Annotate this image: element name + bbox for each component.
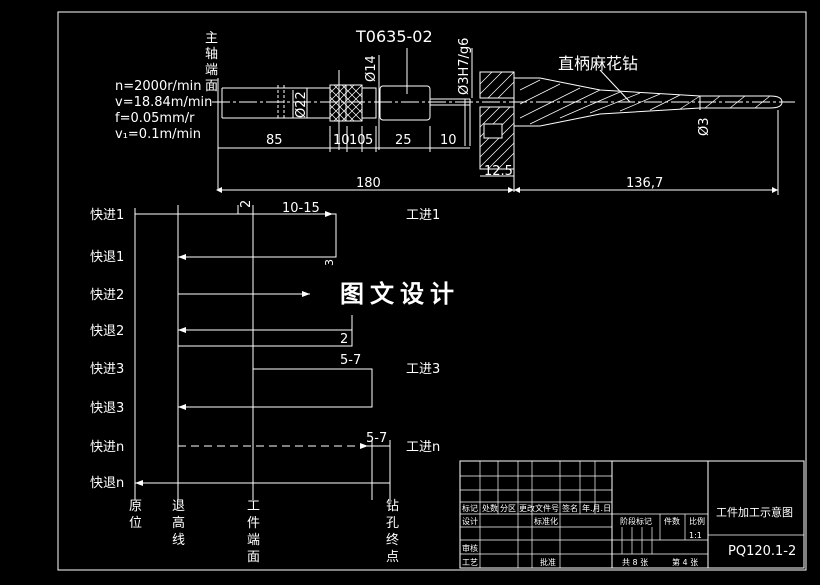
cycle-dim-10-15: 10-15 [282, 201, 320, 216]
dim-136-7: 136,7 [626, 176, 663, 191]
drill-name: 直柄麻花钻 [558, 54, 638, 73]
tb-check: 审核 [462, 543, 478, 553]
tb-sheet: 第 4 张 [672, 557, 698, 567]
work-face-label-3: 端 [247, 533, 260, 548]
tb-weight: 件数 [664, 516, 680, 526]
twist-drill-body [513, 77, 783, 127]
tb-ratio: 比例 [689, 516, 705, 526]
dim-85: 85 [266, 133, 283, 148]
tb-drawing-title: 工件加工示意图 [716, 505, 793, 519]
tb-stage: 阶段标记 [620, 516, 652, 526]
right-label-work-1: 工进1 [406, 208, 440, 223]
cycle-dim-5-7b: 5-7 [366, 431, 387, 446]
drill-end-label-4: 点 [386, 550, 399, 565]
tb-zone: 分区 [500, 504, 516, 513]
param-cutting-speed: v=18.84m/min [115, 95, 212, 110]
drill-end-label-2: 孔 [386, 516, 399, 531]
guide-bush-top [479, 71, 515, 99]
dia-14-label: Ø14 [364, 55, 379, 82]
tb-drawing-no: PQ120.1-2 [728, 544, 796, 559]
fit-label: Ø3H7/g6 [457, 38, 472, 95]
dim-10b: 10 [349, 133, 366, 148]
spindle-label-1: 主 [205, 31, 218, 46]
left-label-rapid-out-2: 快退2 [90, 324, 124, 339]
dia-3-label: Ø3 [697, 117, 712, 136]
param-feed: f=0.05mm/r [115, 111, 195, 126]
left-label-rapid-out-n: 快退n [90, 476, 124, 491]
left-label-rapid-out-3: 快退3 [90, 401, 124, 416]
tool-code: T0635-02 [355, 27, 433, 46]
tb-approve: 批准 [540, 557, 556, 567]
left-label-rapid-in-1: 快进1 [90, 208, 124, 223]
param-feed-rate: v₁=0.1m/min [115, 127, 201, 142]
retract-label-2: 高 [172, 515, 185, 531]
origin-label-2: 位 [129, 516, 142, 531]
retract-label-1: 退 [172, 499, 185, 514]
param-speed: n=2000r/min [115, 79, 201, 94]
tb-mark: 标记 [462, 503, 478, 513]
dia-22-label: Ø22 [294, 91, 309, 118]
work-face-label-1: 工 [247, 499, 260, 514]
dim-5: 5 [365, 133, 373, 148]
right-label-work-n: 工进n [406, 440, 440, 455]
dim-10a: 10 [333, 133, 350, 148]
tb-standard: 标准化 [534, 516, 558, 526]
work-face-label-4: 面 [247, 550, 260, 565]
retract-label-3: 线 [172, 533, 185, 548]
tb-count: 处数 [482, 503, 498, 513]
cycle-dim-2a: 2 [239, 200, 254, 208]
tb-date: 年.月.日 [582, 503, 611, 513]
spindle-label-2: 轴 [205, 47, 218, 62]
cycle-dim-5-7a: 5-7 [340, 353, 361, 368]
drill-end-label-3: 终 [386, 532, 399, 548]
dim-25: 25 [395, 133, 412, 148]
drill-end-label-1: 钻 [386, 499, 399, 514]
origin-label-1: 原 [129, 499, 142, 514]
tb-design: 设计 [462, 516, 478, 526]
dim-180: 180 [356, 176, 381, 191]
drawing-frame [57, 11, 807, 571]
tb-change-doc: 更改文件号 [519, 503, 559, 513]
left-label-rapid-in-n: 快进n [90, 440, 124, 455]
spindle-label-4: 面 [205, 79, 218, 94]
cycle-dim-3: 3 [323, 259, 336, 266]
watermark: 图文设计 [340, 280, 460, 308]
chuck-body [379, 85, 431, 121]
dim-10c: 10 [440, 133, 457, 148]
dim-12-5: 12.5 [484, 164, 513, 179]
drill-leader [599, 69, 631, 103]
tb-ratio-value: 1:1 [689, 531, 702, 540]
cycle-dim-2b: 2 [340, 332, 348, 347]
tb-sheets: 共 8 张 [622, 558, 648, 567]
tb-sign: 签名 [562, 503, 578, 513]
left-label-rapid-out-1: 快退1 [90, 250, 124, 265]
spindle-label-3: 端 [205, 63, 218, 78]
work-face-label-2: 件 [247, 516, 260, 531]
left-label-rapid-in-2: 快进2 [90, 288, 124, 303]
right-label-work-3: 工进3 [406, 362, 440, 377]
title-block [459, 460, 805, 569]
left-label-rapid-in-3: 快进3 [90, 362, 124, 377]
tb-process: 工艺 [462, 558, 478, 567]
